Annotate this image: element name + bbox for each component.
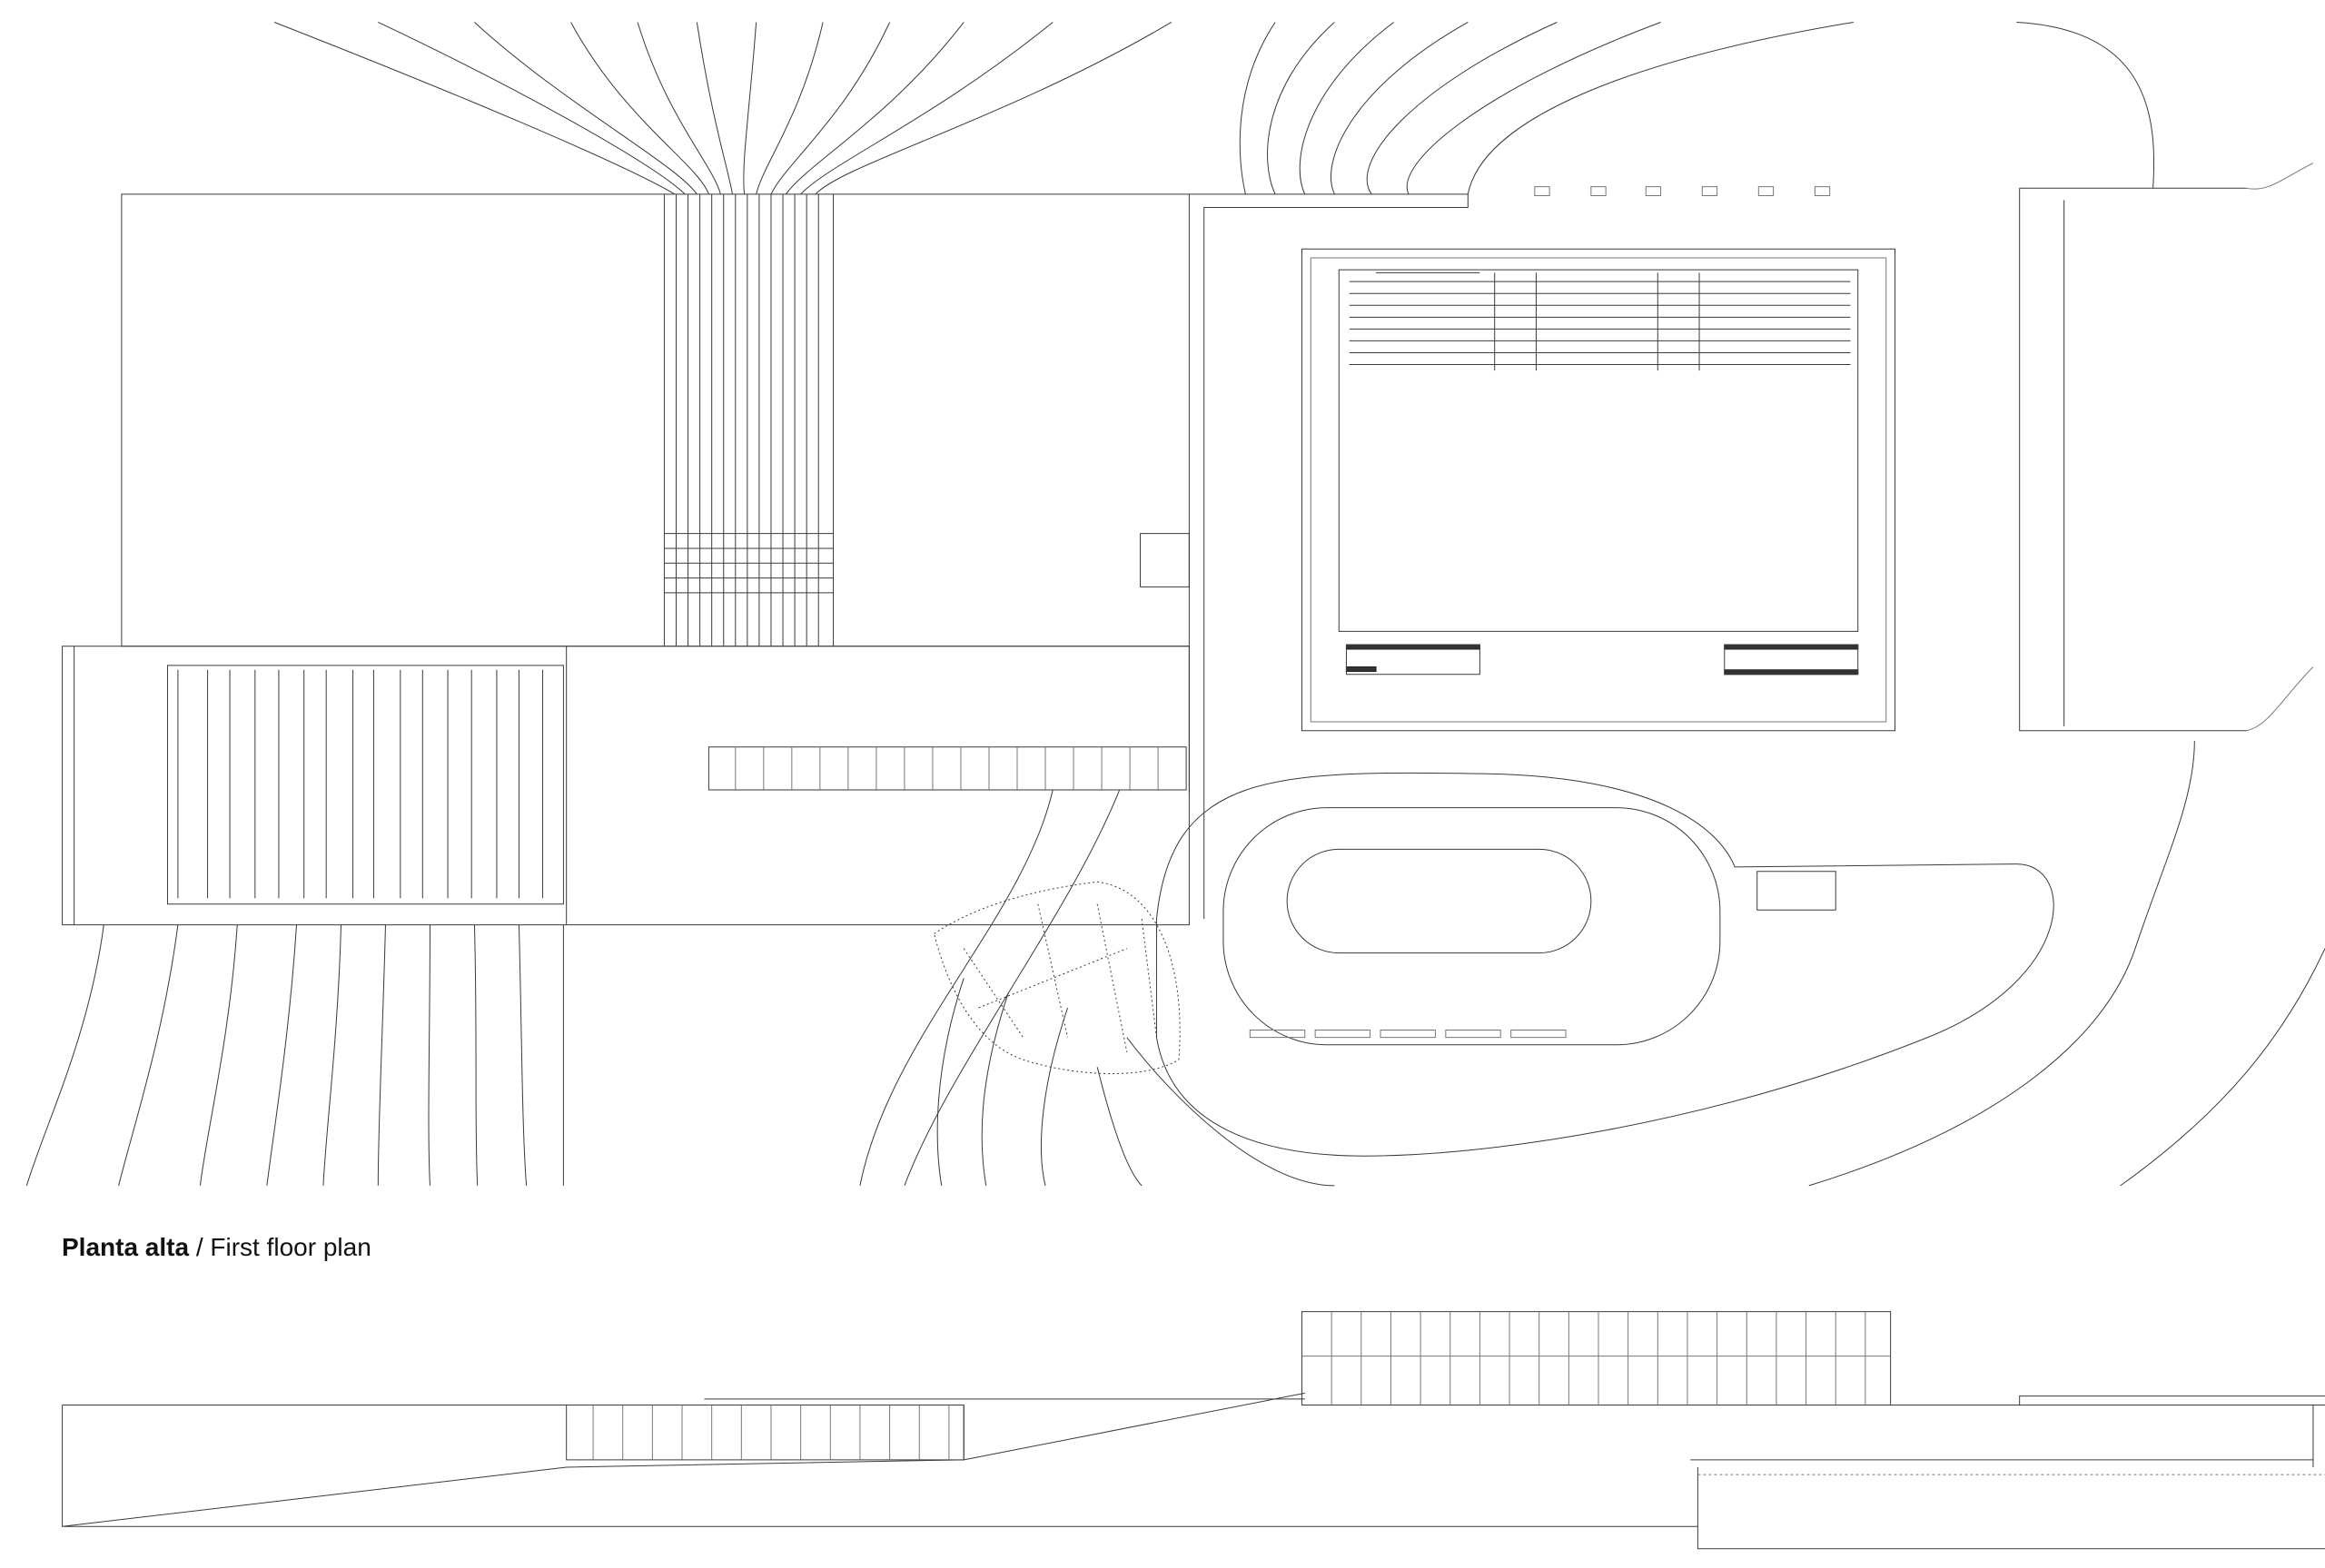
drawing-caption: Planta alta / First floor plan [62, 1233, 371, 1262]
sports-hall [1301, 187, 1895, 731]
main-building [63, 194, 1469, 925]
stair-band [664, 194, 833, 646]
running-track [1156, 773, 2053, 1156]
caption-title-en: First floor plan [210, 1233, 371, 1261]
contour-lines-top [274, 22, 2154, 193]
caption-separator: / [189, 1233, 211, 1261]
contour-lines-bottom [26, 741, 2325, 1186]
tree-cluster [935, 882, 1181, 1073]
caption-title-es: Planta alta [62, 1233, 190, 1261]
seating-rows [1350, 272, 1851, 370]
elevation-section [63, 1312, 2325, 1549]
roof-grid [178, 670, 543, 898]
right-building [2020, 163, 2313, 731]
